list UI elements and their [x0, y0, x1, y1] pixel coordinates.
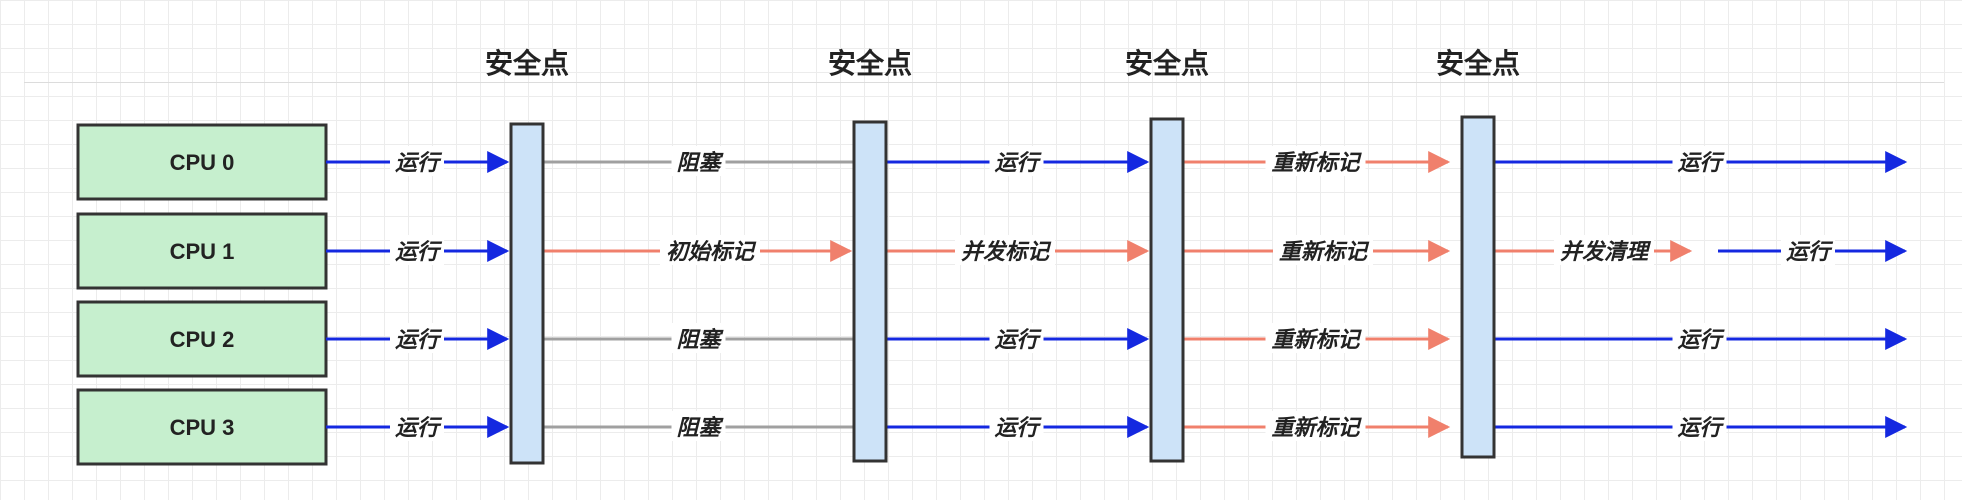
row-3-segment-2-label-bg — [989, 411, 1044, 441]
row-2-segment-0-label: 运行 — [395, 328, 443, 353]
safepoint-bar-0 — [509, 122, 545, 465]
row-0-segment-0-label-bg — [390, 146, 444, 176]
cpu-box-2 — [76, 300, 328, 378]
row-1-segment-5-label: 运行 — [1786, 240, 1834, 265]
safepoint-header-3: 安全点 — [1436, 47, 1520, 80]
row-1-segment-5: 运行 — [1718, 235, 1908, 265]
row-1-segment-4-label: 并发清理 — [1560, 239, 1652, 265]
row-2-segment-2: 运行 — [886, 323, 1150, 353]
cpu-label-3: CPU 3 — [170, 415, 235, 440]
row-1-segment-0: 运行 — [326, 235, 510, 265]
row-2-segment-1-label: 阻塞 — [676, 327, 724, 353]
row-3-segment-4-label-bg — [1672, 411, 1727, 441]
row-1-segment-2-label: 并发标记 — [961, 239, 1052, 265]
row-2-segment-3: 重新标记 — [1183, 323, 1451, 353]
row-1-segment-1-label-bg — [660, 235, 760, 265]
safepoint-header-1: 安全点 — [828, 47, 912, 80]
row-0-segment-2-label-bg — [989, 146, 1044, 176]
row-0-segment-0: 运行 — [326, 146, 510, 176]
row-0-segment-3: 重新标记 — [1183, 146, 1451, 176]
row-1-segment-5-label-bg — [1781, 235, 1835, 265]
row-2-segment-0: 运行 — [326, 323, 510, 353]
row-2-segment-1-label-bg — [671, 323, 726, 353]
row-3-segment-1-label: 阻塞 — [676, 415, 724, 441]
row-3-segment-3: 重新标记 — [1183, 411, 1451, 441]
row-0-segment-4-label-bg — [1672, 146, 1727, 176]
row-0-segment-1: 阻塞 — [543, 146, 854, 176]
cpu-box-0 — [76, 123, 328, 201]
cpu-box-1 — [76, 212, 328, 290]
row-2-segment-4-label: 运行 — [1677, 328, 1725, 353]
row-0-segment-1-label: 阻塞 — [676, 150, 724, 176]
row-3-segment-3-label: 重新标记 — [1271, 415, 1362, 441]
row-3-segment-4-label: 运行 — [1677, 416, 1725, 441]
row-3-segment-4: 运行 — [1494, 411, 1908, 441]
safepoint-bar-2 — [1149, 117, 1185, 463]
row-3-segment-0-label-bg — [390, 411, 444, 441]
safepoint-bar-3 — [1460, 115, 1496, 459]
row-1-segment-3: 重新标记 — [1183, 235, 1451, 265]
row-2-segment-3-label-bg — [1265, 323, 1366, 353]
row-3-segment-1-label-bg — [671, 411, 726, 441]
safepoint-header-2: 安全点 — [1125, 47, 1209, 80]
row-1-segment-1: 初始标记 — [543, 235, 853, 265]
cpu-label-1: CPU 1 — [170, 239, 235, 264]
row-1-segment-0-label: 运行 — [395, 240, 443, 265]
row-2-segment-2-label-bg — [989, 323, 1044, 353]
row-0-segment-1-label-bg — [671, 146, 726, 176]
row-2-segment-4: 运行 — [1494, 323, 1908, 353]
row-0-segment-3-label: 重新标记 — [1271, 150, 1362, 176]
row-0-segment-4: 运行 — [1494, 146, 1908, 176]
row-2-segment-4-label-bg — [1672, 323, 1727, 353]
cpu-label-0: CPU 0 — [170, 150, 235, 175]
row-0-segment-2: 运行 — [886, 146, 1150, 176]
row-3-segment-0: 运行 — [326, 411, 510, 441]
row-0-segment-0-label: 运行 — [395, 151, 443, 176]
row-1-segment-0-label-bg — [390, 235, 444, 265]
row-3-segment-0-label: 运行 — [395, 416, 443, 441]
row-1-segment-4: 并发清理 — [1494, 235, 1693, 265]
cpu-label-2: CPU 2 — [170, 327, 235, 352]
row-3-segment-1: 阻塞 — [543, 411, 854, 441]
row-1-segment-2: 并发标记 — [886, 235, 1150, 265]
row-1-segment-3-label-bg — [1273, 235, 1373, 265]
row-2-segment-2-label: 运行 — [994, 328, 1042, 353]
row-1-segment-3-label: 重新标记 — [1279, 239, 1370, 265]
safepoint-bar-1 — [852, 120, 888, 463]
row-3-segment-3-label-bg — [1265, 411, 1366, 441]
row-0-segment-3-label-bg — [1265, 146, 1366, 176]
row-0-segment-4-label: 运行 — [1677, 151, 1725, 176]
cpu-box-3 — [76, 388, 328, 466]
row-3-segment-2-label: 运行 — [994, 416, 1042, 441]
row-2-segment-0-label-bg — [390, 323, 444, 353]
row-2-segment-3-label: 重新标记 — [1271, 327, 1362, 353]
row-1-segment-2-label-bg — [955, 235, 1055, 265]
safepoint-header-0: 安全点 — [485, 47, 569, 80]
row-1-segment-1-label: 初始标记 — [666, 239, 757, 265]
row-1-segment-4-label-bg — [1554, 235, 1654, 265]
top-guide-line — [24, 82, 1944, 83]
row-2-segment-1: 阻塞 — [543, 323, 854, 353]
row-3-segment-2: 运行 — [886, 411, 1150, 441]
row-0-segment-2-label: 运行 — [994, 151, 1042, 176]
